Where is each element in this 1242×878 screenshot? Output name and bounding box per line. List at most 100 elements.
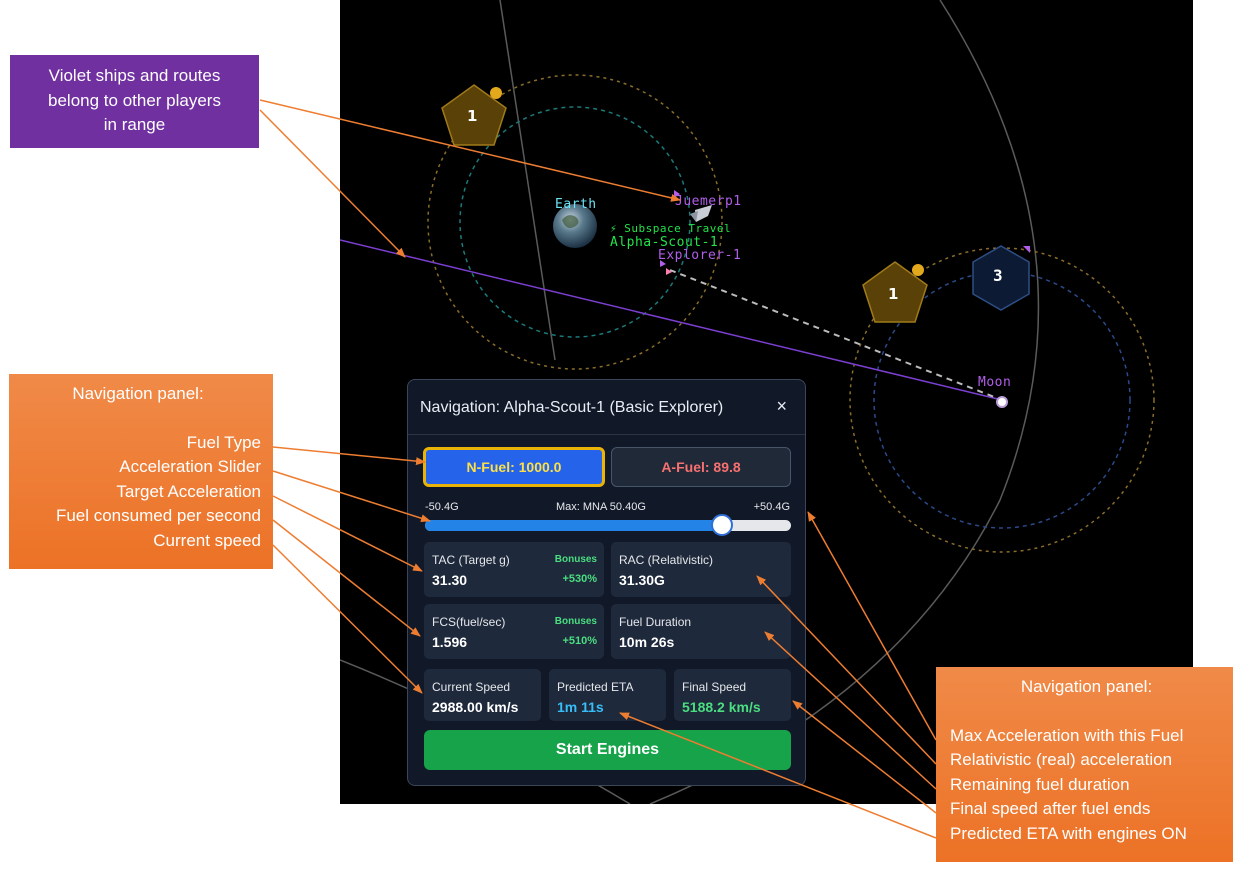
tac-bonus-label: Bonuses [554,554,597,565]
alpha-ship-icon[interactable] [666,268,672,275]
ship-wing [690,211,698,222]
final-speed-card: Final Speed 5188.2 km/s [674,669,791,721]
eta-card: Predicted ETA 1m 11s [549,669,666,721]
acceleration-slider-track[interactable] [425,520,791,531]
fuel-duration-label: Fuel Duration [619,615,692,629]
hexagon-marker[interactable] [972,245,1030,311]
close-icon[interactable]: × [776,396,787,416]
fcs-card: FCS(fuel/sec) 1.596 Bonuses +510% [424,604,604,659]
pentagon-shape [441,84,507,146]
station-marker-right[interactable] [862,261,928,323]
slider-fill [425,520,722,531]
callout-line: in range [103,115,166,134]
alpha-route [669,269,1003,401]
callout-item: Acceleration Slider [119,457,261,476]
current-speed-value: 2988.00 km/s [432,699,519,715]
subspace-travel-label: ⚡ Subspace Travel [610,222,732,235]
arrow-eta [619,712,937,839]
a-fuel-button[interactable]: A-Fuel: 89.8 [611,447,791,487]
arrow-max-accel [807,511,937,741]
station-dot [490,87,502,99]
arrow-violet-ship [259,99,681,202]
navigation-panel: Navigation: Alpha-Scout-1 (Basic Explore… [407,379,806,786]
explorer-ship-icon[interactable] [660,260,666,267]
nav-header: Navigation: Alpha-Scout-1 (Basic Explore… [408,380,805,435]
fcs-bonus-value: +510% [562,635,597,647]
callout-line: belong to other players [48,90,221,110]
explorer-label[interactable]: Explorer-1 [658,248,742,263]
callout-item: Target Acceleration [116,481,261,501]
callout-item: Fuel consumed per second [55,506,261,525]
earth-label[interactable]: Earth [555,197,597,212]
violet-flag [1023,246,1030,253]
arrow-slider [272,470,431,523]
station-dot [912,264,924,276]
arrow-rac [756,575,937,765]
fcs-label: FCS(fuel/sec) [432,615,506,629]
arrow-tac [272,495,423,572]
slider-min-label: -50.4G [425,501,459,513]
marker-label-hexagon: 3 [993,266,1004,285]
arrow-fcs [272,519,421,637]
callout-item: Relativistic (real) acceleration [950,750,1173,769]
n-fuel-button[interactable]: N-Fuel: 1000.0 [423,447,605,487]
marker-label-left: 1 [467,107,478,125]
callout-left: Navigation panel: Fuel Type Acceleration… [9,374,273,569]
orbit-arc-upper [499,0,556,361]
callout-title: Navigation panel: [72,384,204,403]
alpha-scout-label[interactable]: Alpha-Scout-1 [610,235,719,250]
callout-item: Fuel Type [186,432,261,452]
hexagon-shape [972,245,1030,311]
rac-card: RAC (Relativistic) 31.30G [611,542,791,597]
callout-violet: Violet ships and routes belong to other … [10,55,259,148]
arrow-violet-route [259,109,406,258]
arrow-final-speed [792,700,937,814]
nav-title: Navigation: Alpha-Scout-1 (Basic Explore… [420,399,724,416]
fuel-duration-value: 10m 26s [619,634,675,650]
slider-max-center-label: Max: MNA 50.40G [556,501,646,513]
station-marker-left[interactable] [441,84,507,146]
moon-planet[interactable] [996,396,1008,408]
earth-inner-ring [459,106,691,338]
tac-bonus-value: +530% [562,573,597,585]
start-engines-button[interactable]: Start Engines [424,730,791,770]
marker-label-right: 1 [888,285,899,303]
rac-label: RAC (Relativistic) [619,553,714,567]
current-speed-label: Current Speed [432,680,511,694]
tac-value: 31.30 [432,572,468,588]
fcs-value: 1.596 [432,634,468,650]
eta-label: Predicted ETA [557,680,634,694]
callout-item: Final speed after fuel ends [950,799,1151,818]
pentagon-shape [862,261,928,323]
tac-label: TAC (Target g) [432,553,510,567]
callout-right: Navigation panel: Max Acceleration with … [936,667,1233,862]
earth-outer-ring [427,74,723,370]
violet-route [340,239,1003,401]
callout-title: Navigation panel: [1020,677,1153,696]
current-speed-card: Current Speed 2988.00 km/s [424,669,541,721]
slider-max-label: +50.4G [753,501,790,513]
callout-item: Current speed [153,530,261,550]
callout-item: Predicted ETA with engines ON [950,823,1187,843]
ship-hull [695,205,712,222]
moon-label[interactable]: Moon [978,375,1012,390]
map-canvas[interactable] [340,0,1193,804]
arrow-current-speed [272,544,423,694]
other-ship-label[interactable]: Juemerp1 [675,194,742,209]
tac-card: TAC (Target g) 31.30 Bonuses +530% [424,542,604,597]
other-ship-icon[interactable] [690,205,712,222]
final-speed-label: Final Speed [682,680,747,694]
rac-value: 31.30G [619,572,665,588]
callout-item: Max Acceleration with this Fuel [950,725,1184,745]
fuel-duration-card: Fuel Duration 10m 26s [611,604,791,659]
acceleration-slider-thumb[interactable] [710,514,733,536]
eta-value: 1m 11s [557,699,604,715]
final-speed-value: 5188.2 km/s [682,699,761,715]
fcs-bonus-label: Bonuses [554,616,597,627]
callout-item: Remaining fuel duration [950,774,1130,794]
arrow-fuel-duration [764,631,937,790]
arrow-fuel-type [272,446,426,466]
callout-line: Violet ships and routes [48,66,221,85]
earth-continent [562,215,579,229]
